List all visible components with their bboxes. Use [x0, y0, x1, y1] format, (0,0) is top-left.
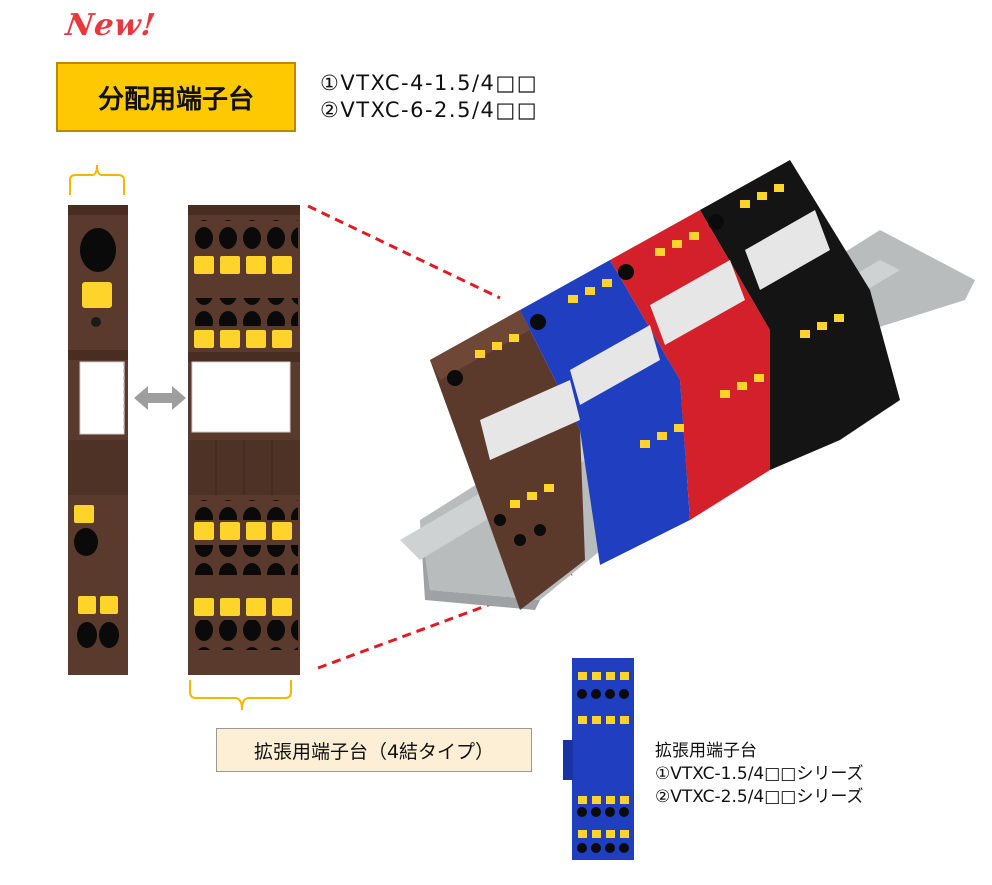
model-list: ①VTXC-4-1.5/4□□ ②VTXC-6-2.5/4□□	[320, 70, 538, 124]
product-title: 分配用端子台	[56, 62, 296, 132]
bracket-icon	[189, 680, 292, 711]
bracket-icon	[69, 164, 125, 195]
expansion-block	[188, 205, 300, 675]
assembled-terminal-blocks	[400, 160, 975, 610]
expansion-info: 拡張用端子台 ①VTXC-1.5/4□□シリーズ ②VTXC-2.5/4□□シリ…	[655, 740, 864, 809]
model-1: ①VTXC-4-1.5/4□□	[320, 71, 539, 95]
expansion-series-1: ①VTXC-1.5/4□□シリーズ	[655, 764, 864, 784]
single-block	[68, 205, 128, 675]
double-arrow-icon	[134, 386, 186, 410]
model-2: ②VTXC-6-2.5/4□□	[320, 98, 539, 122]
expansion-heading: 拡張用端子台	[655, 741, 757, 761]
expansion-series-2: ②VTXC-2.5/4□□シリーズ	[655, 787, 864, 807]
expansion-label-box: 拡張用端子台（4結タイプ）	[216, 728, 532, 772]
blue-expansion-block	[563, 658, 634, 860]
dashed-leader-line	[307, 204, 501, 300]
